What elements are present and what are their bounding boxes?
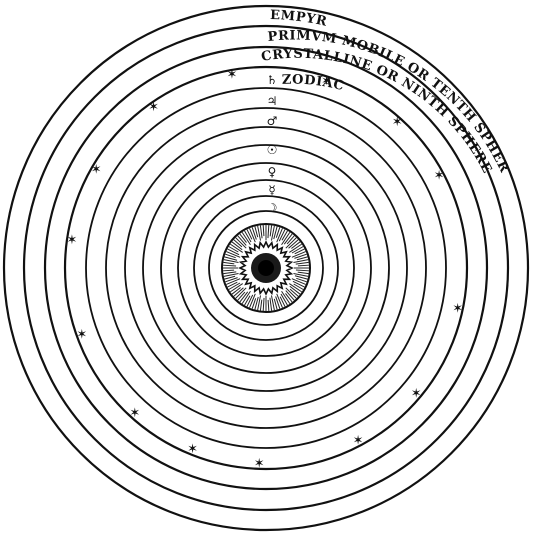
star-icon: ✶ bbox=[66, 233, 77, 248]
mars-icon: ♂ bbox=[267, 114, 278, 128]
star-icon: ✶ bbox=[187, 442, 198, 457]
planet-symbols: ♄ ♃ ♂ ☉ ♀ ☿ ☽ bbox=[267, 73, 278, 215]
mercury-icon: ☿ bbox=[268, 183, 275, 197]
earth-core bbox=[222, 224, 310, 312]
star-icon: ✶ bbox=[434, 168, 445, 183]
star-icon: ✶ bbox=[411, 386, 422, 401]
sun-icon: ☉ bbox=[267, 143, 278, 157]
star-icon: ✶ bbox=[227, 67, 238, 82]
star-icon: ✶ bbox=[148, 100, 159, 115]
label-zodiac: ZODIAC bbox=[282, 73, 346, 95]
jupiter-icon: ♃ bbox=[267, 94, 278, 108]
earth-center-dot bbox=[258, 260, 274, 276]
star-icon: ✶ bbox=[452, 301, 463, 316]
saturn-icon: ♄ bbox=[267, 73, 278, 87]
venus-icon: ♀ bbox=[268, 165, 277, 179]
star-icon: ✶ bbox=[392, 115, 403, 130]
star-icon: ✶ bbox=[91, 163, 102, 178]
star-icon: ✶ bbox=[76, 328, 87, 343]
star-icon: ✶ bbox=[254, 456, 265, 471]
moon-icon: ☽ bbox=[267, 201, 278, 215]
star-icon: ✶ bbox=[353, 434, 364, 449]
star-icon: ✶ bbox=[129, 406, 140, 421]
